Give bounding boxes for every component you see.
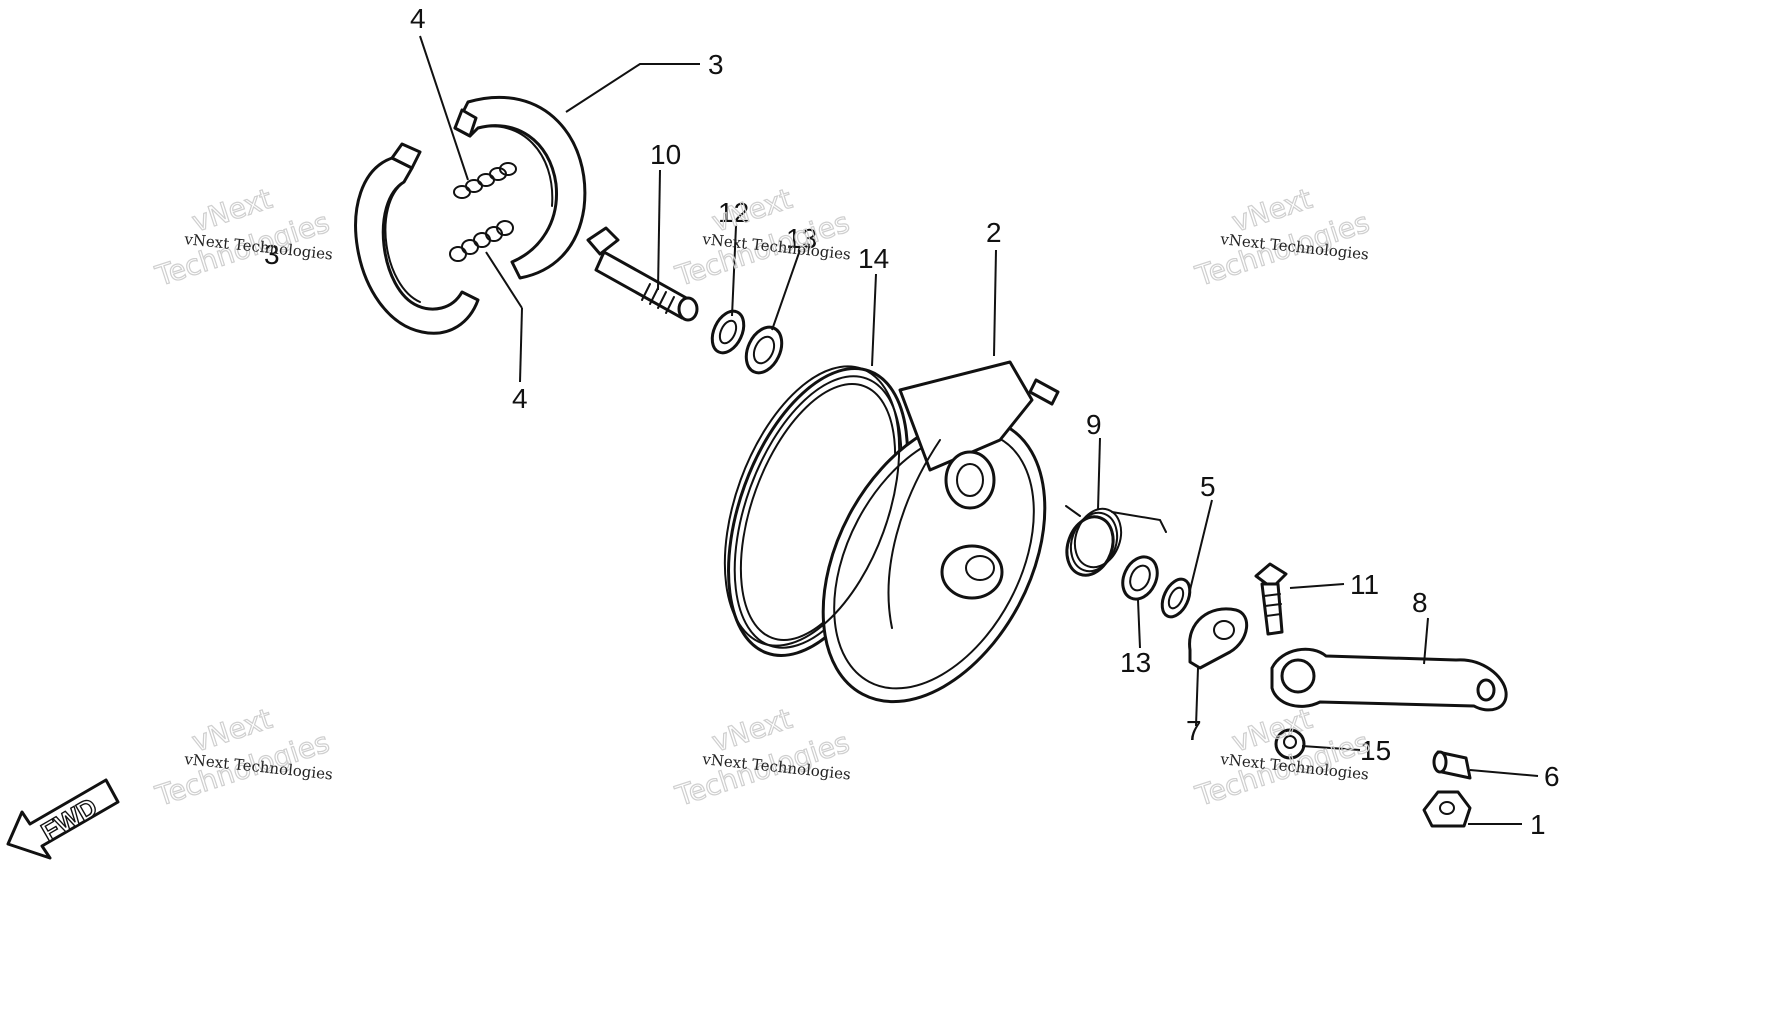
watermark-top-left: vNext Technologies vNext Technologies [150,181,333,293]
callout-3-front-shoe: 3 [264,239,280,270]
watermark-top-right: vNext Technologies vNext Technologies [1190,181,1373,293]
brake-arm-8 [1270,647,1508,712]
return-spring-9 [1065,505,1167,577]
callout-4-bottom: 4 [512,383,528,414]
callout-8: 8 [1412,587,1428,618]
callout-13-upper: 13 [786,223,817,254]
callout-6: 10 [650,139,681,170]
brake-shoe-rear [453,95,587,280]
callout-11: 11 [1350,569,1379,600]
callout-10: 6 [1544,761,1560,792]
callout-2: 2 [986,217,1002,248]
brake-spring-lower [449,220,514,262]
watermark-bottom-right: vNext Technologies vNext Technologies [1190,701,1373,813]
callout-3-rear-shoe: 3 [708,49,724,80]
callout-4-top: 4 [410,3,426,34]
watermark-bottom-center: vNext Technologies vNext Technologies [670,701,853,813]
wear-indicator-7 [1188,607,1249,670]
joint-pin-10 [1432,750,1472,780]
nut-1 [1422,790,1472,828]
callout-5: 5 [1200,471,1216,502]
o-ring-14 [723,365,901,647]
callout-15: 15 [1360,735,1391,766]
callout-13-lower: 13 [1120,647,1151,678]
nut-15 [1274,728,1306,760]
fwd-arrow: FWD [6,778,120,860]
callout-7: 7 [1186,715,1202,746]
leader-lines [419,35,1539,825]
brake-shoe-front [354,142,480,335]
brake-cam [586,226,699,322]
watermark-bottom-left: vNext Technologies vNext Technologies [150,701,333,813]
brake-panel [727,360,1060,704]
callout-12: 12 [718,197,749,228]
callout-labels: 4 3 10 12 13 14 2 3 4 9 5 11 8 13 7 15 6… [264,3,1560,840]
oil-seal-13-upper [744,325,784,375]
oil-seal-13-lower [1121,555,1159,601]
callout-14: 14 [858,243,889,274]
callout-1: 1 [1530,809,1546,840]
callout-9: 9 [1086,409,1102,440]
bolt-11 [1254,562,1288,636]
washer-5 [1160,577,1192,619]
washer-12 [710,309,746,355]
watermark-top-center: vNext Technologies vNext Technologies [670,181,853,293]
brake-spring-upper [453,162,517,199]
